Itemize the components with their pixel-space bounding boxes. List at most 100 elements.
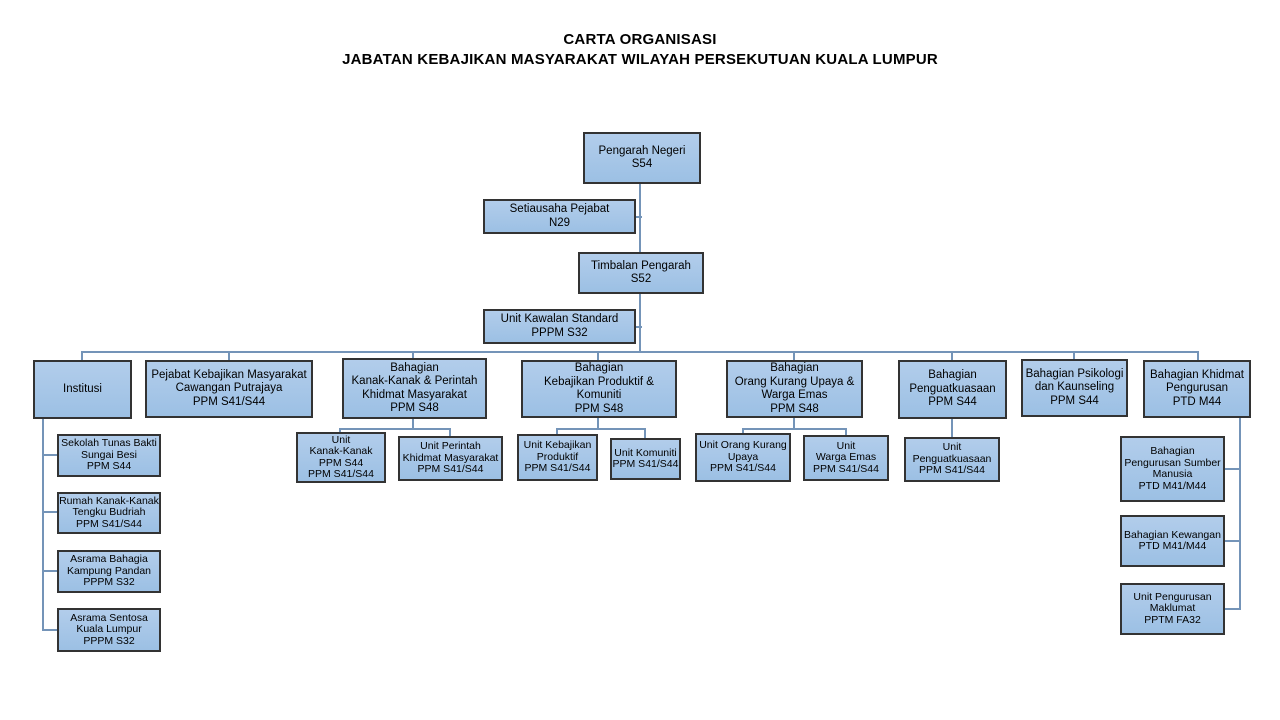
connector-line bbox=[951, 419, 953, 438]
node-text-line: Tengku Budriah bbox=[72, 506, 146, 519]
node-text-line: PTD M41/M44 bbox=[1138, 479, 1207, 492]
node-text-line: Kampung Pandan bbox=[66, 564, 152, 577]
connector-line bbox=[1073, 351, 1075, 360]
node-text-line: Unit Perintah bbox=[420, 440, 481, 453]
node-text-line: Penguatkuasaan bbox=[912, 452, 992, 465]
connector-line bbox=[742, 428, 847, 430]
node-text-line: Cawangan Putrajaya bbox=[175, 382, 283, 395]
node-text-line: Kanak-Kanak bbox=[309, 445, 373, 457]
connector-line bbox=[42, 511, 58, 513]
connector-line bbox=[793, 351, 795, 361]
chart-title-line2: JABATAN KEBAJIKAN MASYARAKAT WILAYAH PER… bbox=[342, 51, 938, 68]
node-text-line: Unit Kawalan Standard bbox=[500, 313, 619, 325]
connector-line bbox=[597, 418, 599, 429]
node-text-line: Warga Emas bbox=[761, 389, 828, 401]
node-text-line: PPM S41/S44 bbox=[76, 517, 142, 530]
node-text-line: Orang Kurang Upaya & bbox=[734, 375, 855, 388]
connector-line bbox=[42, 629, 58, 631]
connector-line bbox=[42, 419, 44, 631]
node-text-line: Pejabat Kebajikan Masyarakat bbox=[151, 368, 307, 381]
node-text-line: PPM S48 bbox=[390, 402, 439, 414]
node-text-line: Kanak-Kanak & Perintah bbox=[351, 375, 478, 387]
node-text-line: PPM S48 bbox=[770, 402, 819, 415]
node-text-line: Unit bbox=[836, 439, 856, 452]
node-text-line: PTD M41/M44 bbox=[1138, 540, 1207, 552]
node-text-line: Produktif bbox=[536, 450, 579, 463]
node-text-line: Khidmat Masyarakat bbox=[402, 451, 499, 464]
node-text-line: Khidmat Masyarakat bbox=[362, 388, 467, 401]
chart-title-line1: CARTA ORGANISASI bbox=[563, 31, 717, 48]
node-text-line: PPM S41/S44 bbox=[813, 462, 879, 475]
connector-line bbox=[597, 351, 599, 361]
node-text-line: Institusi bbox=[63, 382, 102, 395]
node-text-line: S52 bbox=[630, 273, 652, 285]
node-text-line: PPPM S32 bbox=[531, 326, 588, 339]
node-text-line: PPM S41/S44 bbox=[308, 468, 374, 480]
connector-line bbox=[639, 183, 641, 253]
node-text-line: PPPM S32 bbox=[83, 634, 135, 647]
node-text-line: Sungai Besi bbox=[80, 448, 138, 461]
node-text-line: PPM S41/S44 bbox=[710, 462, 776, 475]
node-text-line: Bahagian Khidmat bbox=[1150, 368, 1244, 381]
node-text-line: Pengurusan Sumber bbox=[1124, 456, 1221, 469]
node-text-line: Unit Pengurusan bbox=[1133, 590, 1212, 603]
connector-line bbox=[339, 428, 341, 435]
connector-line bbox=[412, 351, 414, 359]
node-text-line: PPM S41/S44 bbox=[417, 463, 484, 476]
node-text-line: Asrama Bahagia bbox=[70, 553, 148, 566]
connector-line bbox=[556, 428, 646, 430]
node-text-line: PPPM S32 bbox=[83, 576, 135, 589]
connector-line bbox=[556, 428, 558, 435]
node-text-line: Upaya bbox=[727, 450, 759, 463]
node-text-line: Bahagian bbox=[574, 362, 624, 374]
node-text-line: Unit bbox=[331, 433, 351, 446]
node-text-line: Sekolah Tunas Bakti bbox=[61, 437, 157, 450]
node-text-line: Rumah Kanak-Kanak bbox=[59, 494, 159, 507]
node-text-line: Unit Orang Kurang bbox=[699, 439, 787, 452]
connector-line bbox=[81, 351, 83, 361]
connector-line bbox=[42, 454, 58, 456]
connector-line bbox=[951, 351, 953, 361]
connector-line bbox=[1239, 418, 1241, 610]
node-text-line: Unit Kebajikan bbox=[523, 439, 592, 452]
node-text-line: Unit bbox=[942, 441, 962, 454]
node-text-line: PPM S44 bbox=[86, 460, 132, 473]
node-text-line: N29 bbox=[548, 216, 571, 229]
connector-line bbox=[42, 570, 58, 572]
node-text-line: PPM S41/S44 bbox=[524, 462, 591, 475]
node-text-line: S54 bbox=[631, 158, 653, 170]
node-text-line: Bahagian bbox=[390, 361, 439, 374]
org-node-institusi: Institusi bbox=[33, 360, 132, 419]
node-text-line: PPM S41/S44 bbox=[192, 395, 266, 408]
node-text-line: PPTM FA32 bbox=[1144, 613, 1201, 626]
connector-line bbox=[339, 428, 451, 430]
node-text-line: PPM S44 bbox=[1050, 394, 1099, 407]
node-text-line: Timbalan Pengarah bbox=[591, 259, 691, 272]
connector-line bbox=[228, 351, 230, 361]
node-text-line: Kuala Lumpur bbox=[76, 623, 142, 636]
node-text-line: Bahagian bbox=[1150, 445, 1195, 457]
node-text-line: PPM S48 bbox=[574, 402, 624, 415]
connector-line bbox=[1197, 351, 1199, 361]
connector-line bbox=[449, 428, 451, 437]
node-text-line: Setiausaha Pejabat bbox=[509, 203, 610, 215]
